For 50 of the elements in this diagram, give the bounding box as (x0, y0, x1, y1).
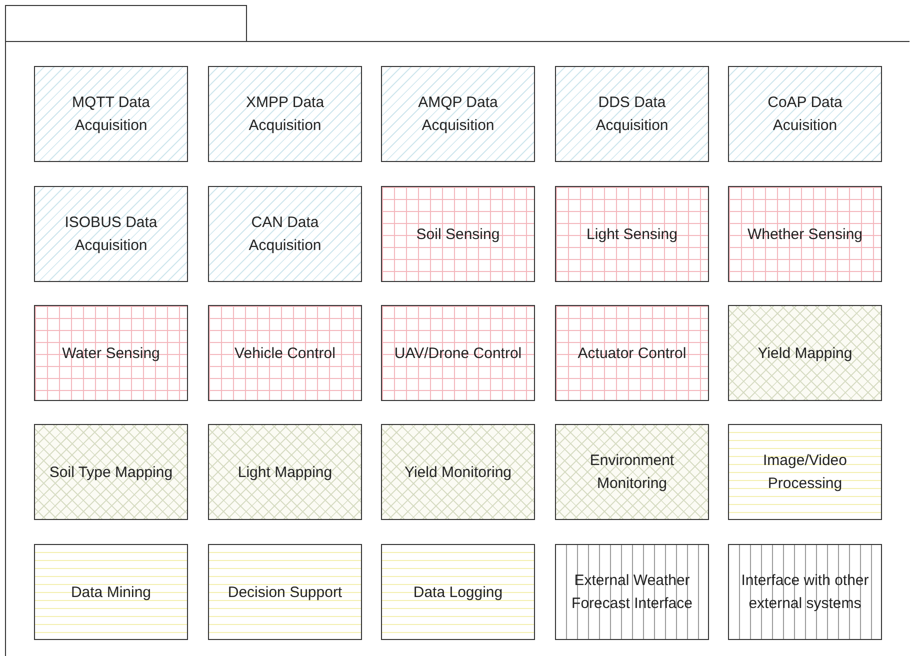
module-box (208, 66, 362, 162)
module-label: CAN Data Acquisition (248, 213, 322, 256)
module-label: Vehicle Control (234, 344, 336, 364)
module-label: Environment Monitoring (588, 451, 676, 494)
module-label: Image/Video Processing (762, 451, 848, 494)
module-label: CoAP Data Acuisition (766, 93, 844, 136)
module-box (728, 66, 882, 162)
module-box (728, 424, 882, 520)
module-label: Light Mapping (236, 462, 334, 482)
module-label: Data Mining (70, 582, 152, 602)
module-label: External Weather Forecast Interface (570, 571, 694, 614)
module-label: Whether Sensing (746, 224, 864, 244)
module-label: Decision Support (226, 582, 344, 602)
module-box (381, 186, 535, 282)
module-label: Interface with other external systems (740, 571, 870, 614)
module-box (555, 186, 709, 282)
module-box (208, 424, 362, 520)
module-label: Soil Sensing (415, 224, 501, 244)
module-box (555, 544, 709, 640)
module-box (34, 186, 188, 282)
module-label: XMPP Data Acquisition (244, 93, 326, 136)
module-box (34, 305, 188, 401)
module-box (208, 186, 362, 282)
module-box (34, 424, 188, 520)
module-label: AMQP Data Acquisition (417, 93, 499, 136)
module-box (555, 424, 709, 520)
module-box (34, 544, 188, 640)
module-label: Yield Mapping (756, 344, 854, 364)
module-box (728, 544, 882, 640)
module-box (728, 186, 882, 282)
module-label: MQTT Data Acquisition (70, 93, 152, 136)
module-box (381, 66, 535, 162)
module-box (381, 544, 535, 640)
module-label: Yield Monitoring (404, 462, 512, 482)
module-label: ISOBUS Data Acquisition (64, 213, 158, 256)
module-label: DDS Data Acquisition (594, 93, 670, 136)
module-box (555, 305, 709, 401)
module-box (34, 66, 188, 162)
module-box (208, 544, 362, 640)
module-box (381, 305, 535, 401)
module-label: UAV/Drone Control (393, 344, 523, 364)
module-box (208, 305, 362, 401)
module-label: Actuator Control (576, 344, 688, 364)
module-box (555, 66, 709, 162)
module-box (381, 424, 535, 520)
module-label: Water Sensing (61, 344, 161, 364)
module-label: Data Logging (412, 582, 504, 602)
module-label: Light Sensing (586, 224, 678, 244)
module-label: Soil Type Mapping (48, 462, 174, 482)
module-box (728, 305, 882, 401)
